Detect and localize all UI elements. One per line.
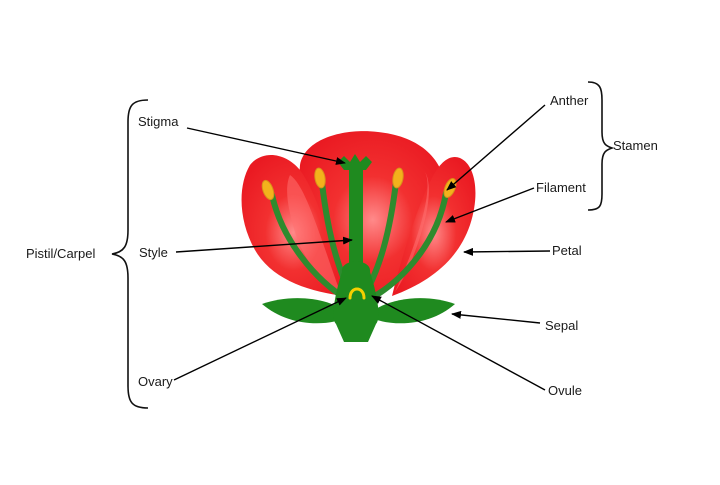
anther-3 [392,167,404,189]
style-arrow [175,236,353,253]
label-anther: Anther [550,93,589,108]
sepal-right [366,298,455,324]
ovary-arrow [173,297,347,381]
anther-2 [314,167,326,189]
label-ovule: Ovule [548,383,582,398]
label-pistil-carpel: Pistil/Carpel [26,246,96,261]
pistil [333,154,379,342]
label-sepal: Sepal [545,318,579,333]
stigma-arrow [186,127,346,165]
petal-inner-left [287,175,340,292]
filament-arrow [445,187,535,223]
label-style: Style [139,245,168,260]
label-filament: Filament [536,180,586,195]
stigma [338,154,372,170]
pointer-lines [173,104,551,391]
pistil-bracket [111,99,149,409]
sepal-left [262,298,352,324]
style [349,168,363,272]
stamen-bracket [587,81,615,211]
label-ovary: Ovary [138,374,173,389]
sepal-arrow [451,310,541,324]
ovule-arrow [371,295,546,391]
ovary [333,261,379,342]
petal-arrow [463,247,551,256]
label-petal: Petal [552,243,582,258]
label-stigma: Stigma [138,114,179,129]
label-stamen: Stamen [613,138,658,153]
anther-arrow [446,104,546,191]
brackets [111,81,615,409]
filament-4 [365,190,449,303]
anther-1 [261,179,275,201]
ovule [348,287,366,300]
